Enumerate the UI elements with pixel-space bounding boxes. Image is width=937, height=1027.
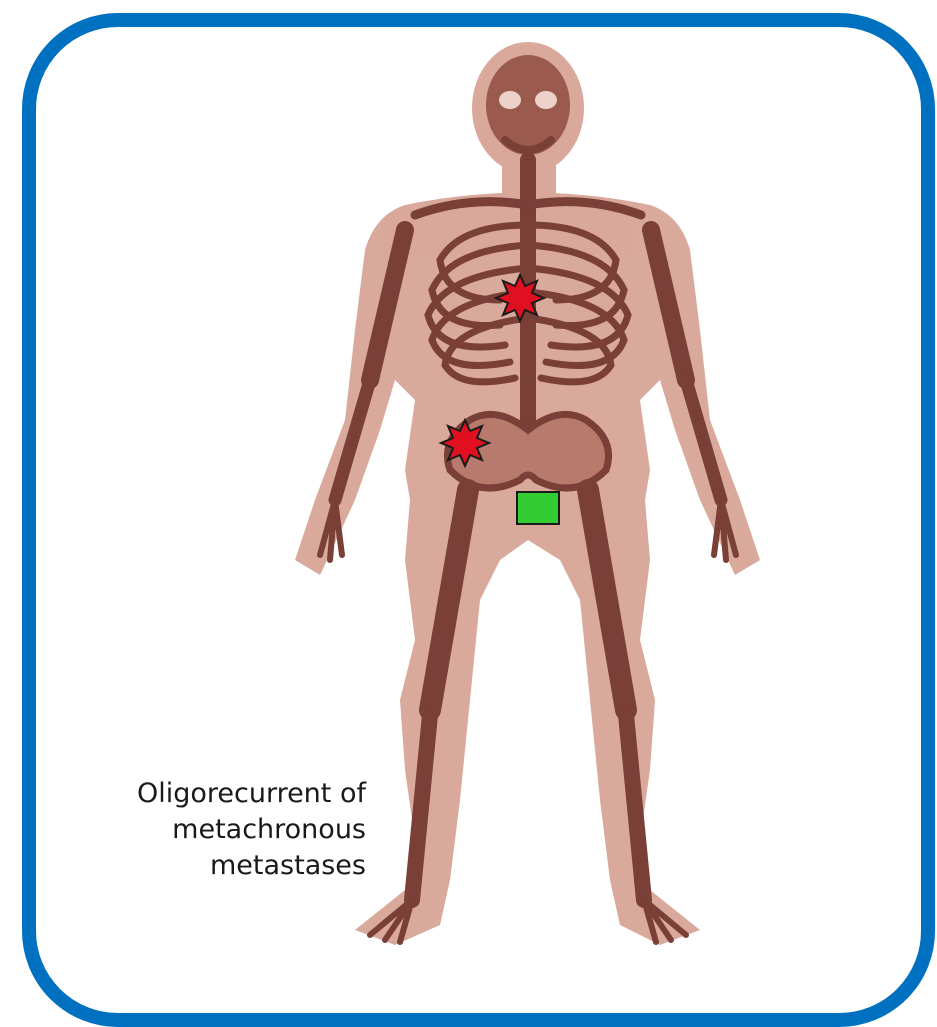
metastasis-star-thoracic xyxy=(496,275,544,321)
metastasis-star-iliac xyxy=(441,420,489,466)
caption-line-1: Oligorecurrent of xyxy=(30,776,366,812)
caption-text: Oligorecurrent of metachronous metastase… xyxy=(30,776,366,884)
caption-line-3: metastases xyxy=(30,848,366,884)
caption-line-2: metachronous xyxy=(30,812,366,848)
primary-tumor-square xyxy=(517,492,559,524)
